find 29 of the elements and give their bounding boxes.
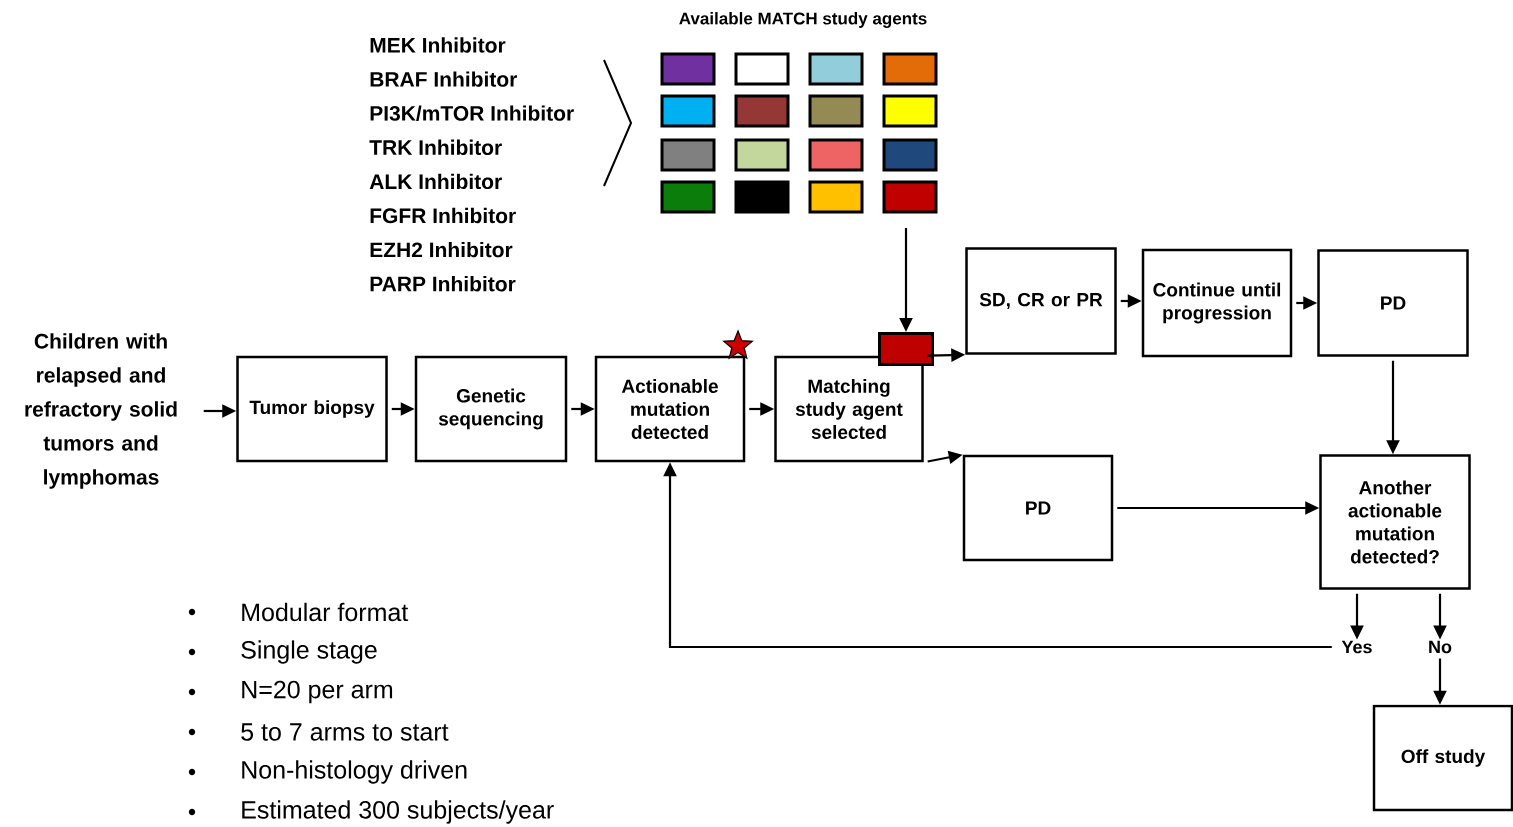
process-box: PD (962, 454, 1114, 562)
drug-label: TRK Inhibitor (369, 139, 502, 155)
process-box: PD (1317, 249, 1469, 357)
branch-label: No (1429, 640, 1452, 654)
grid-title: Available MATCH study agents (679, 12, 927, 28)
process-box: Continue until progression (1141, 248, 1293, 358)
drug-label: PARP Inhibitor (370, 276, 516, 292)
process-box: Off study (1372, 704, 1513, 812)
decision-box: Another actionable mutation detected? (1319, 454, 1471, 590)
branch-label: Yes (1341, 640, 1372, 654)
bullet-item: Estimated 300 subjects/year (188, 800, 554, 824)
start-text: Children with relapsed and refractory solid tumors and lymphomas (25, 333, 177, 489)
drug-label: MEK Inhibitor (370, 37, 506, 53)
process-box: Genetic sequencing (414, 355, 568, 463)
bullet-item: N=20 per arm (188, 680, 393, 704)
bullet-item: Non-histology driven (188, 760, 467, 784)
process-box: SD, CR or PR (965, 247, 1117, 355)
drug-label: PI3K/mTOR Inhibitor (370, 105, 574, 121)
bullet-item: Modular format (188, 602, 409, 622)
bullet-item: 5 to 7 arms to start (188, 723, 449, 741)
agent-swatch (878, 332, 934, 366)
process-box: Matching study agent selected (774, 355, 924, 463)
drug-label: FGFR Inhibitor (370, 207, 516, 224)
process-box: Actionable mutation detected (594, 355, 746, 463)
process-box: Tumor biopsy (236, 355, 388, 463)
drug-label: ALK Inhibitor (369, 173, 502, 190)
drug-label: BRAF Inhibitor (370, 71, 518, 87)
drug-label: EZH2 Inhibitor (370, 241, 513, 258)
bullet-item: Single stage (188, 640, 377, 664)
